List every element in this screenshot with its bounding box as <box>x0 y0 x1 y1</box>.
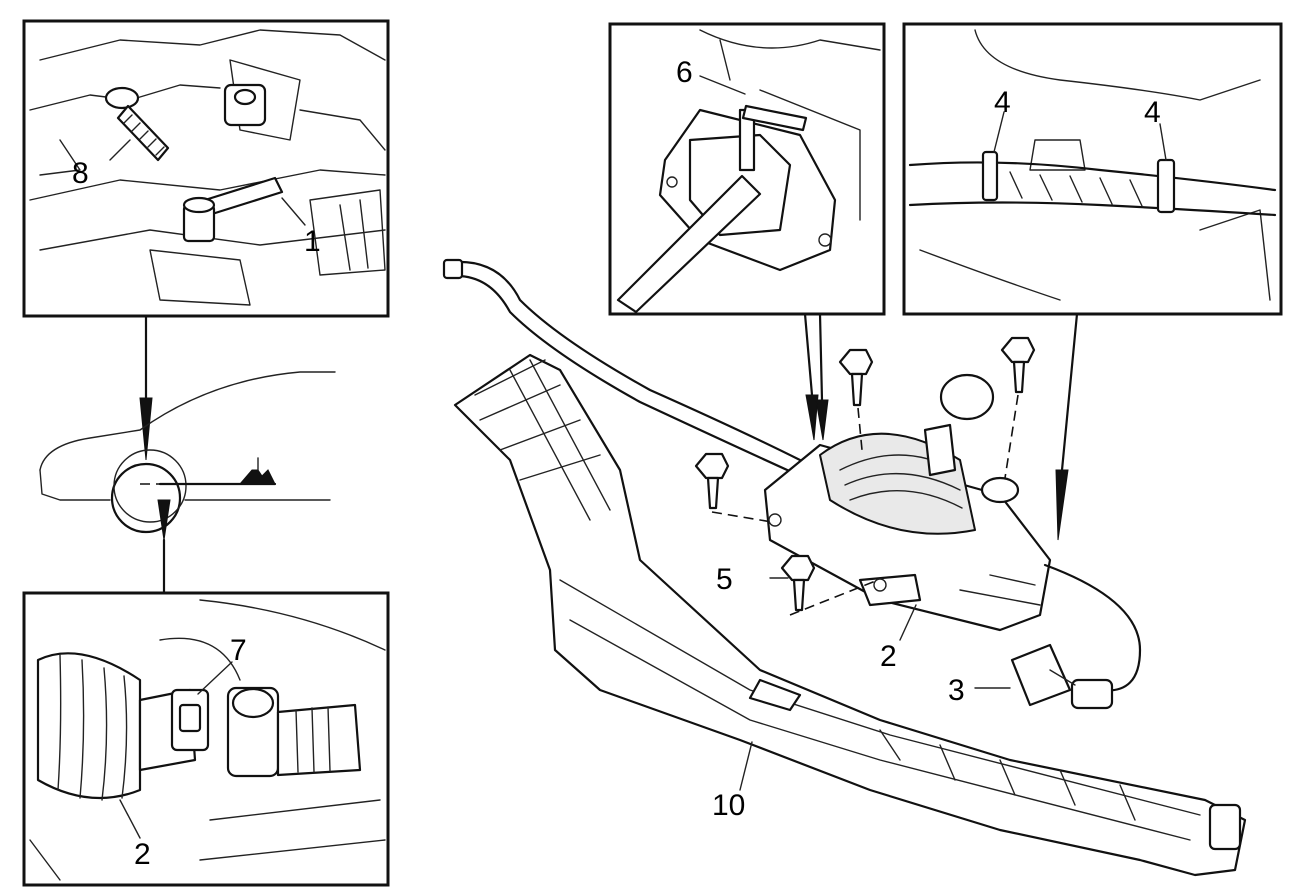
inset-bottom-left: 7 2 <box>22 591 390 887</box>
callout-10: 10 <box>712 789 745 822</box>
callout-7: 7 <box>230 634 247 667</box>
leader-7 <box>197 661 233 695</box>
callout-2-left: 2 <box>134 838 151 871</box>
cable-ties-4 <box>981 150 1176 214</box>
pointer-top-middle <box>803 312 829 441</box>
inset-top-left: 8 1 <box>22 19 390 318</box>
pointer-bottom-left <box>157 499 171 595</box>
inset-top-left-background <box>29 29 386 306</box>
bolt-8 <box>104 86 170 162</box>
callout-5: 5 <box>716 563 733 596</box>
joint-clamp-7 <box>170 686 362 778</box>
leader-2-main <box>899 604 917 641</box>
car-locator <box>39 371 336 534</box>
bolt-5 <box>780 554 816 612</box>
inset-top-right-background <box>919 29 1271 301</box>
leader-4-right <box>1159 123 1167 161</box>
selector-connector-3 <box>1010 563 1142 710</box>
inset-bottom-left-background <box>29 599 386 881</box>
inset-top-left-frame <box>22 19 390 318</box>
callout-4-left: 4 <box>994 86 1011 119</box>
cable-harness <box>908 161 1277 217</box>
leader-1 <box>281 197 306 226</box>
inset-top-right: 4 4 <box>902 22 1283 316</box>
leader-8 <box>109 139 131 161</box>
bolt-top-right <box>1000 336 1036 394</box>
shifter-assembly <box>763 373 1052 632</box>
pointer-top-left <box>139 314 153 461</box>
mounting-bolts <box>694 336 1036 616</box>
tunnel-duct-10 <box>453 353 1247 877</box>
main-assembly: 5 2 3 10 <box>442 258 1247 877</box>
leader-4-left <box>993 111 1005 153</box>
callout-1: 1 <box>304 225 321 258</box>
leader-6 <box>699 75 746 95</box>
callout-8: 8 <box>72 157 89 190</box>
leader-2-left <box>119 799 141 839</box>
linkage-pin-1 <box>182 83 284 243</box>
leader-10 <box>739 741 753 791</box>
callout-4-right: 4 <box>1144 96 1161 129</box>
gear-cable <box>442 258 802 476</box>
bolt-top-left <box>838 348 874 407</box>
pointer-top-right <box>1055 312 1079 541</box>
callout-3: 3 <box>948 674 965 707</box>
hex-key-tool-6 <box>616 104 808 314</box>
inset-top-middle: 6 <box>608 22 886 316</box>
callout-2-main: 2 <box>880 640 897 673</box>
callout-6: 6 <box>676 56 693 89</box>
inset-top-middle-background <box>699 29 881 221</box>
bolt-left <box>694 452 730 510</box>
